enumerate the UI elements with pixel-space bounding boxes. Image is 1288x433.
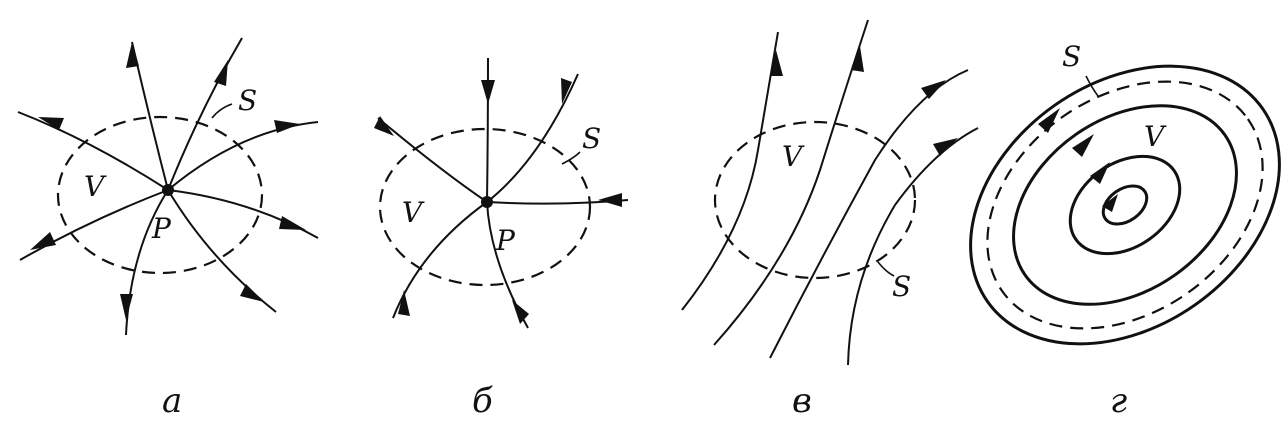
field-line — [377, 117, 488, 203]
arrow-icon — [240, 284, 264, 302]
field-line — [125, 189, 169, 336]
leader-line — [561, 151, 581, 165]
surface-s-a — [56, 115, 264, 275]
leader-line — [1085, 75, 1099, 97]
arrow-icon — [374, 116, 394, 136]
field-line — [847, 127, 979, 366]
arrow-icon — [851, 46, 864, 72]
field-line — [167, 37, 243, 191]
point-p-a — [162, 184, 174, 196]
field-line — [769, 69, 969, 359]
field-line — [167, 189, 277, 313]
arrow-icon — [1072, 134, 1094, 157]
leader-line — [211, 103, 233, 119]
panel-a: S V P а — [17, 37, 319, 421]
arrow-icon — [1090, 162, 1110, 184]
volume-label-b: V — [402, 196, 425, 229]
field-line — [486, 57, 489, 203]
point-label-b: P — [495, 224, 516, 257]
field-line — [681, 31, 779, 311]
field-line — [17, 111, 169, 191]
field-loop — [969, 64, 1281, 346]
caption-g: г — [1110, 381, 1127, 421]
caption-b: б — [472, 381, 493, 421]
arrow-icon — [279, 216, 306, 230]
volume-label-a: V — [84, 170, 107, 203]
point-label-a: P — [151, 212, 172, 245]
caption-a: а — [162, 381, 182, 421]
field-line — [167, 189, 319, 239]
panel-b: S V P б — [374, 57, 629, 421]
field-loop — [1068, 154, 1182, 256]
arrow-icon — [933, 138, 958, 156]
panel-v: S V в — [681, 19, 979, 421]
arrow-icon — [120, 294, 133, 320]
arrow-icon — [598, 193, 622, 207]
arrow-icon — [30, 232, 56, 250]
panel-g: S V г — [969, 40, 1281, 421]
surface-s-b — [378, 127, 592, 287]
field-loop — [1012, 104, 1238, 306]
volume-label-v: V — [782, 140, 805, 173]
surface-label-a: S — [238, 84, 257, 117]
surface-label-v: S — [892, 270, 911, 303]
point-p-b — [481, 196, 493, 208]
leader-line — [877, 261, 895, 277]
arrow-icon — [1038, 108, 1060, 133]
field-loop — [1101, 184, 1149, 226]
caption-v: в — [792, 381, 812, 421]
arrow-icon — [921, 80, 946, 99]
arrow-icon — [214, 60, 228, 86]
arrow-icon — [398, 290, 410, 316]
volume-label-g: V — [1144, 120, 1167, 153]
arrow-icon — [274, 120, 300, 133]
arrow-icon — [770, 50, 783, 76]
field-line — [167, 121, 319, 191]
arrow-icon — [126, 42, 139, 68]
arrow-icon — [481, 80, 495, 104]
field-line — [713, 19, 869, 346]
field-line — [392, 201, 488, 319]
field-line — [19, 189, 169, 261]
surface-label-b: S — [582, 122, 601, 155]
surface-s-v — [713, 120, 917, 280]
arrow-icon — [561, 78, 572, 104]
field-line — [486, 73, 579, 203]
arrow-icon — [512, 300, 529, 324]
arrow-icon — [1102, 194, 1118, 212]
surface-label-g: S — [1062, 40, 1081, 73]
arrow-icon — [38, 117, 64, 130]
surface-s-g — [986, 80, 1264, 330]
